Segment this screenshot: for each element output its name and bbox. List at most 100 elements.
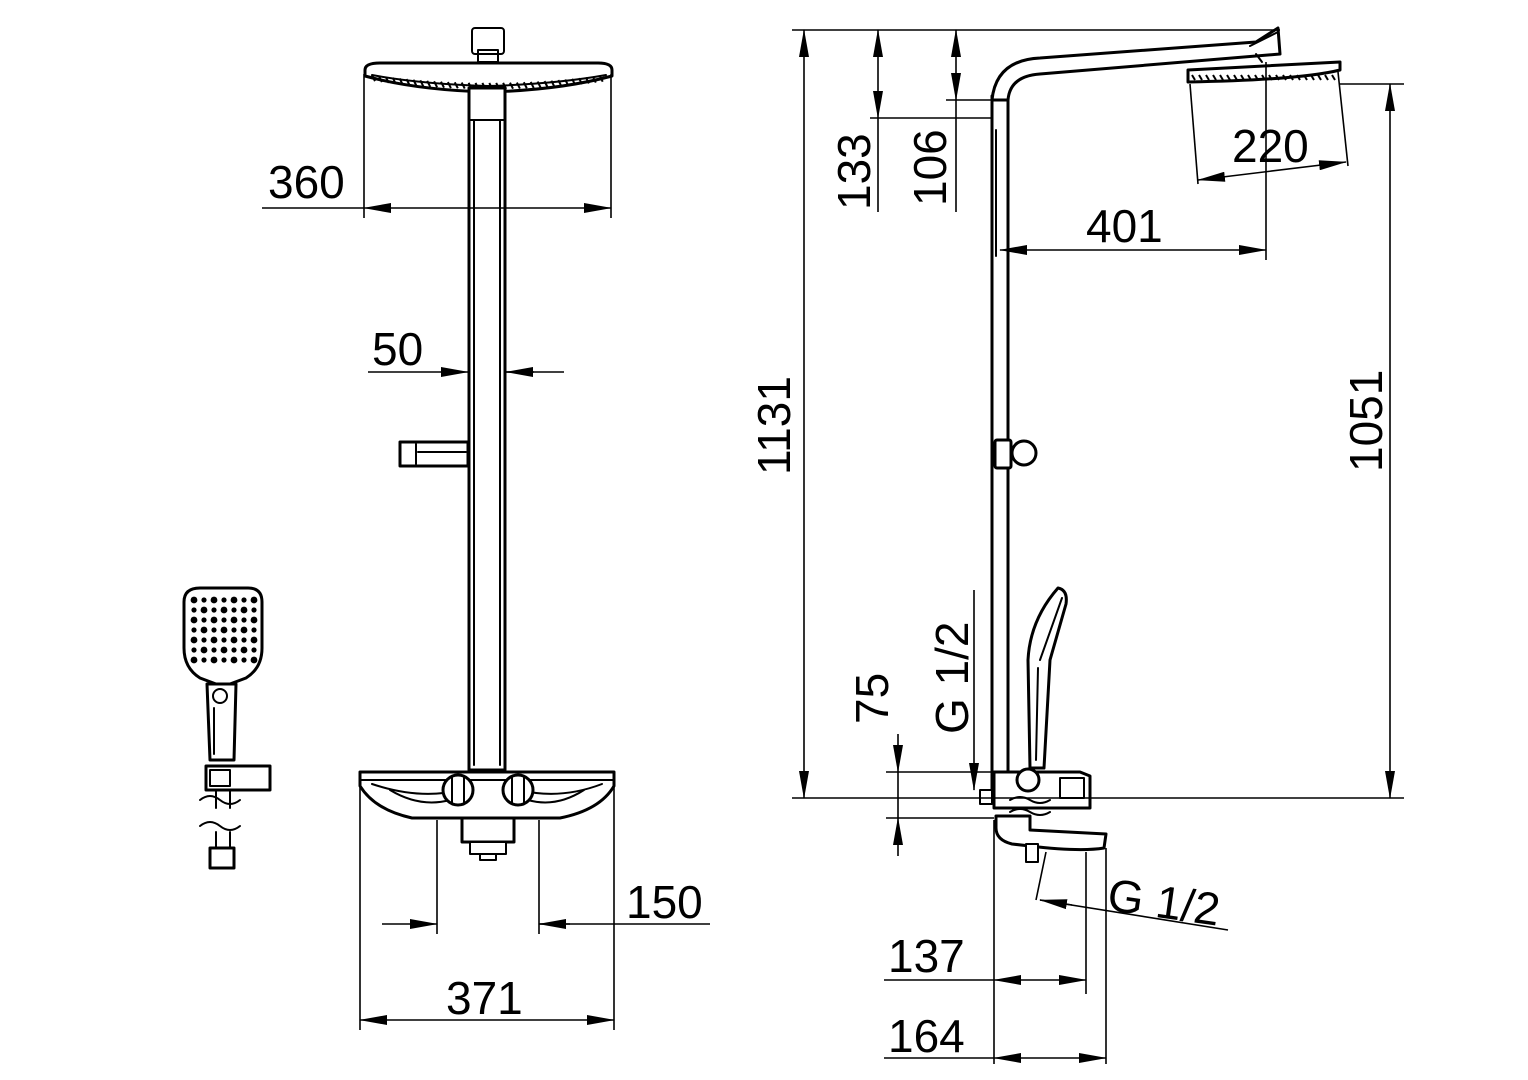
nozzle-dot [210, 596, 218, 604]
nozzle-dot [191, 607, 197, 613]
dim-top-133: 133 [828, 133, 880, 210]
nozzle-dot [221, 637, 227, 643]
nozzle-mark [412, 79, 418, 87]
nozzle-mark [1226, 74, 1231, 81]
front-view: 360 50 150 371 [262, 27, 710, 1030]
inlet-connector-side [979, 789, 993, 805]
nozzle-mark [384, 76, 390, 84]
nozzle-mark [543, 80, 549, 88]
temperature-knob [441, 773, 475, 807]
side-view: 1131 133 106 220 401 1051 75 G 1/2 [748, 26, 1404, 1064]
nozzle-mark [1310, 74, 1315, 81]
nozzle-mark [1219, 74, 1224, 81]
nozzle-dot [250, 636, 258, 644]
knob-side [1015, 767, 1041, 793]
nozzle-mark [1331, 74, 1336, 81]
head-nozzles-side [1191, 74, 1336, 81]
nozzle-dot [241, 617, 247, 623]
nozzle-dot [200, 606, 208, 614]
nozzle-dot [231, 647, 237, 653]
nozzle-mark [447, 81, 452, 89]
nozzle-mark [460, 82, 466, 90]
nozzle-dot [241, 637, 247, 643]
nozzle-dot [190, 616, 198, 624]
flow-knob [501, 773, 535, 807]
nozzle-mark [440, 81, 445, 89]
nozzle-mark [585, 76, 590, 84]
nozzle-mark [1303, 74, 1308, 81]
dim-pipe-width: 50 [372, 323, 423, 375]
nozzle-mark [591, 76, 597, 84]
nozzle-mark [1289, 74, 1294, 81]
nozzle-mark [571, 78, 576, 86]
nozzle-mark [1212, 74, 1217, 81]
rain-shower-head-front [363, 61, 614, 94]
nozzle-mark [529, 81, 535, 89]
nozzle-mark [419, 79, 425, 87]
nozzle-mark [1296, 74, 1301, 81]
nozzle-dot [201, 597, 207, 603]
nozzle-mark [1205, 74, 1210, 81]
nozzle-dot [230, 596, 238, 604]
nozzle-dot [210, 656, 218, 664]
nozzle-dot [200, 626, 208, 634]
head-neck [477, 49, 499, 63]
dim-base-width: 371 [446, 972, 523, 1024]
nozzle-dot [231, 607, 237, 613]
nozzle-mark [1275, 74, 1280, 81]
nozzle-dot [241, 657, 247, 663]
nozzle-dot [220, 626, 228, 634]
nozzle-mark [405, 78, 411, 86]
nozzle-mark [1282, 74, 1287, 81]
nozzle-dot [220, 646, 228, 654]
nozzle-mark [1254, 74, 1259, 81]
inlet-thread-label: G 1/2 [926, 621, 978, 734]
nozzle-dot [190, 636, 198, 644]
nozzle-dot [251, 627, 257, 633]
nozzle-mark [564, 79, 570, 86]
nozzle-mark [1268, 74, 1273, 81]
bottom-outlet-front [460, 816, 516, 844]
nozzle-mark [516, 82, 521, 89]
hose-connector [208, 846, 236, 870]
dim-offset-75: 75 [846, 673, 898, 724]
nozzle-dot [240, 626, 248, 634]
nozzle-mark [550, 80, 556, 88]
slider-side [993, 438, 1013, 470]
nozzle-dot [200, 646, 208, 654]
nozzle-mark [509, 82, 514, 90]
dim-overall-1051: 1051 [1340, 370, 1392, 472]
dim-cold-spacing: 150 [626, 876, 703, 928]
nozzle-mark [1317, 74, 1322, 81]
hand-shower-nozzles [190, 596, 258, 664]
dim-total-height: 1131 [748, 376, 800, 475]
head-cap [471, 27, 505, 55]
nozzle-mark [391, 77, 397, 85]
dim-arm-projection: 401 [1086, 200, 1163, 252]
nozzle-dot [211, 647, 217, 653]
nozzle-dot [220, 606, 228, 614]
dim-spout-137: 137 [888, 930, 965, 982]
dim-head-width-side: 220 [1232, 120, 1309, 172]
nozzle-mark [578, 77, 583, 85]
nozzle-dot [210, 636, 218, 644]
rain-shower-head-side [1186, 60, 1342, 84]
nozzle-mark [536, 81, 542, 89]
nozzle-dot [241, 597, 247, 603]
nozzle-dot [250, 656, 258, 664]
nozzle-mark [1261, 74, 1266, 81]
nozzle-mark [598, 75, 604, 83]
nozzle-dot [240, 646, 248, 654]
nozzle-mark [426, 80, 432, 88]
nozzle-dot [250, 616, 258, 624]
nozzle-mark [433, 80, 438, 88]
shower-arm-side [990, 26, 1282, 102]
slider-holder-front [398, 440, 470, 468]
bath-spout-side [994, 814, 1108, 852]
nozzle-dot [231, 627, 237, 633]
nozzle-mark [1247, 74, 1252, 81]
nozzle-mark [1324, 74, 1329, 81]
dim-spout-164: 164 [888, 1010, 965, 1062]
nozzle-dot [251, 647, 257, 653]
